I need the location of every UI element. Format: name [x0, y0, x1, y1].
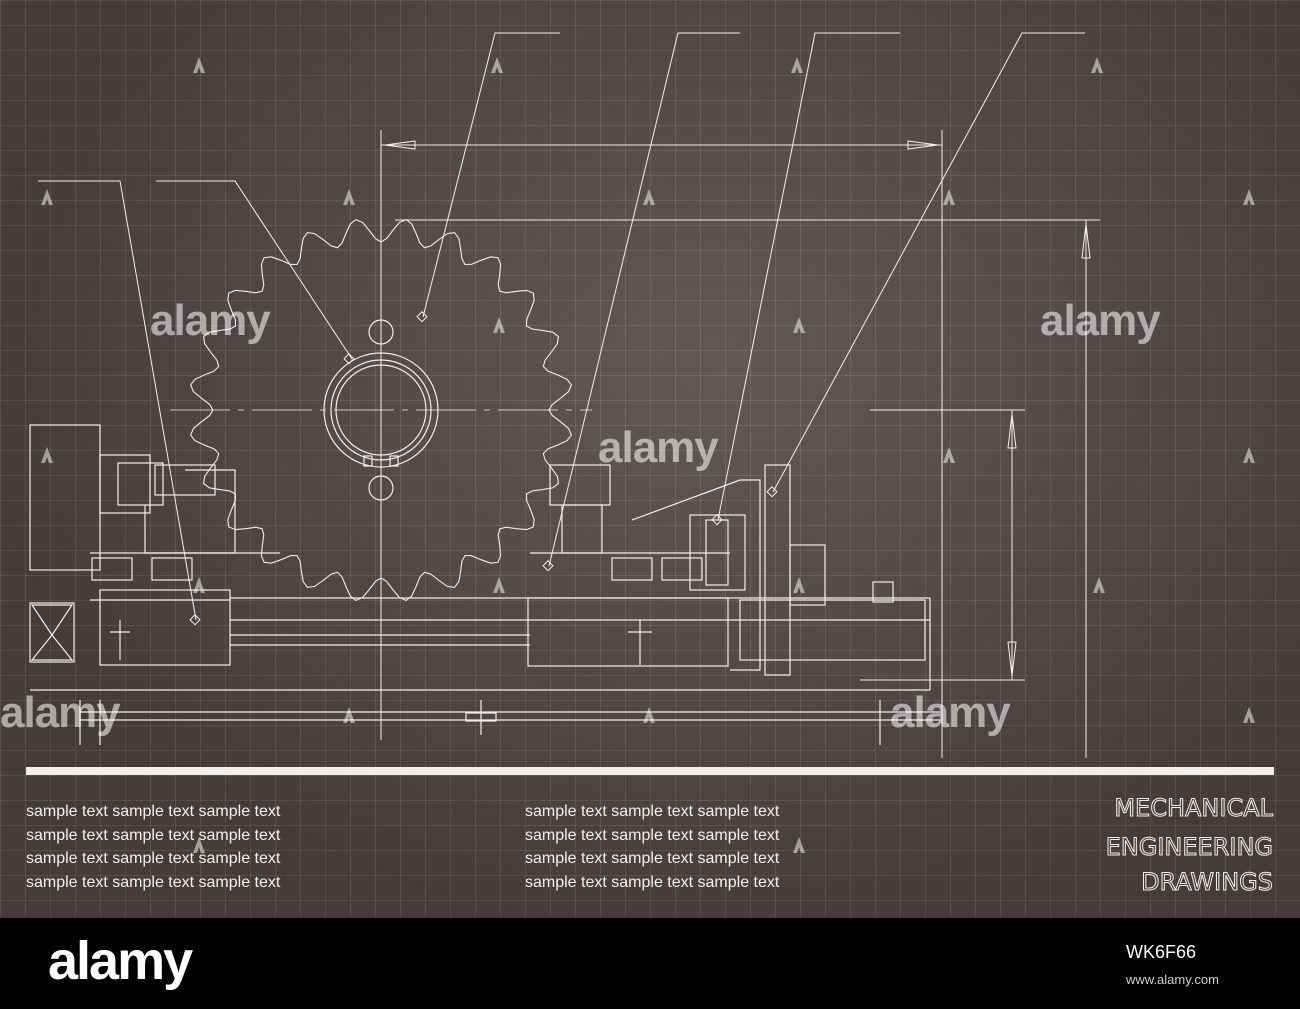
drawing-title: MECHANICAL ENGINEERING DRAWINGS [1105, 794, 1274, 897]
title-line-mechanical: MECHANICAL [1114, 794, 1273, 822]
text-line: sample text sample text sample text [26, 826, 281, 844]
watermark-icon [1243, 189, 1255, 205]
text-line: sample text sample text sample text [26, 803, 281, 820]
watermark-icon [343, 707, 355, 723]
watermark-icon [1243, 707, 1255, 723]
watermark-icon [491, 57, 503, 73]
watermark-icon [943, 447, 955, 463]
left-housing [29, 424, 280, 666]
watermark-icon [41, 189, 53, 205]
text-line: sample text sample text sample text [26, 873, 281, 891]
watermark-icon [793, 837, 805, 853]
text-column-left: sample text sample text sample text samp… [26, 800, 280, 894]
footer-image-id: WK6F66 [1126, 942, 1197, 962]
right-clamp-assembly [530, 464, 931, 690]
title-line-engineering: ENGINEERING [1106, 833, 1273, 861]
text-line: sample text sample text sample text [525, 873, 780, 891]
text-line: sample text sample text sample text [26, 850, 281, 867]
dimension-lines [380, 130, 1100, 758]
text-line: sample text sample text sample text [525, 850, 780, 867]
footer-logo: alamy [48, 931, 193, 991]
mechanical-drawing [29, 32, 1100, 758]
stock-footer [0, 918, 1300, 1009]
watermark-icon [943, 189, 955, 205]
watermark-icon [1093, 577, 1105, 593]
drawing-sheet: alamy alamy alamy alamy alamy sample tex… [0, 0, 1300, 918]
watermark-icon [643, 707, 655, 723]
watermark-text: alamy [150, 296, 271, 345]
watermark-icon [1091, 57, 1103, 73]
base-rail [30, 597, 940, 745]
watermark-text: alamy [598, 423, 719, 472]
watermark-icon [793, 317, 805, 333]
callout-markers [189, 311, 778, 626]
watermark-icon [493, 317, 505, 333]
watermark-icon [791, 57, 803, 73]
watermark-text: alamy [1040, 296, 1161, 345]
watermark-icon [643, 189, 655, 205]
watermark-icon [493, 577, 505, 593]
watermark-icon [193, 57, 205, 73]
watermark-text: alamy [0, 688, 121, 737]
text-column-right: sample text sample text sample text samp… [525, 800, 779, 894]
watermark-icon [343, 189, 355, 205]
watermark-icon [193, 577, 205, 593]
watermark-icon [793, 577, 805, 593]
watermark-icon [41, 447, 53, 463]
footer-url: www.alamy.com [1126, 972, 1219, 987]
text-line: sample text sample text sample text [525, 826, 780, 844]
watermark-icon [1243, 447, 1255, 463]
text-line: sample text sample text sample text [525, 803, 780, 820]
divider-bar [26, 767, 1274, 775]
title-line-drawings: DRAWINGS [1141, 868, 1273, 896]
sprocket-gear [170, 200, 592, 700]
watermark-icon [193, 837, 205, 853]
leader-lines [38, 32, 1085, 621]
watermark-text: alamy [890, 688, 1011, 737]
